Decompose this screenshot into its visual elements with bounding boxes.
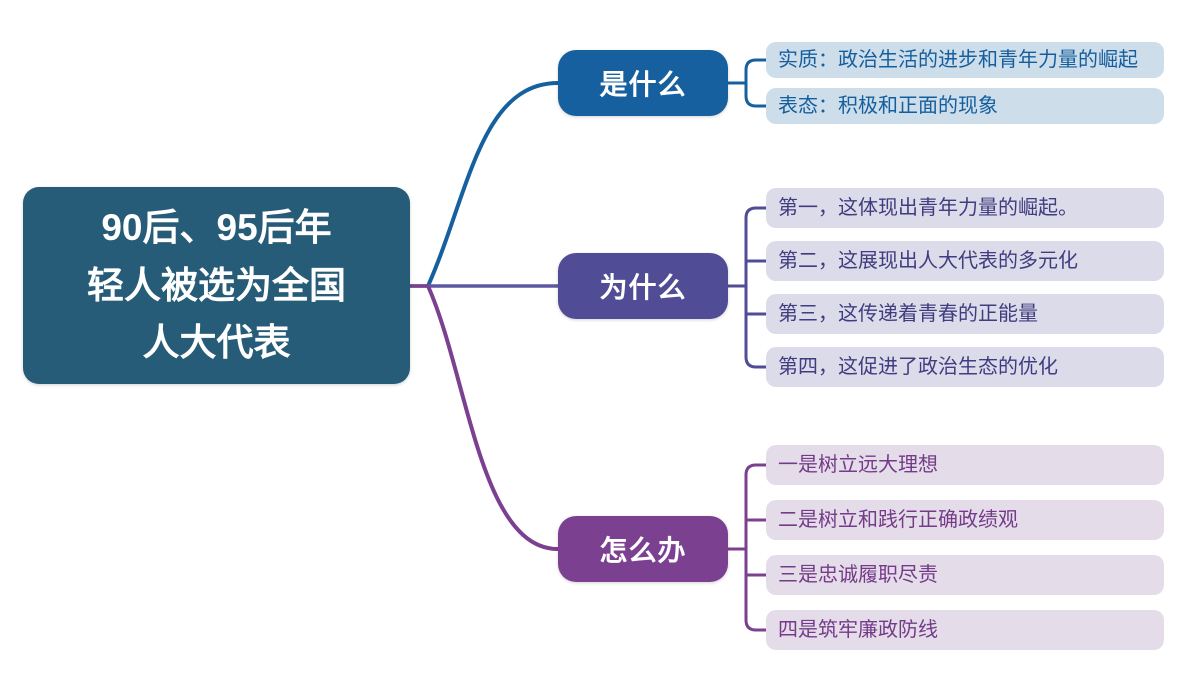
fork-how [728,463,766,632]
leaf-node[interactable]: 二是树立和践行正确政绩观 [766,500,1164,540]
connector-root-to-what [426,81,559,287]
leaf-node[interactable]: 第二，这展现出人大代表的多元化 [766,241,1164,281]
root-node-line-2: 轻人被选为全国 [87,264,346,306]
leaf-node[interactable]: 第四，这促进了政治生态的优化 [766,347,1164,387]
leaf-node[interactable]: 四是筑牢廉政防线 [766,610,1164,650]
leaf-label: 表态：积极和正面的现象 [778,95,998,117]
leaf-label: 第三，这传递着青春的正能量 [778,303,1038,325]
root-node-line-1: 90后、95后年 [101,207,332,249]
leaf-node[interactable]: 第三，这传递着青春的正能量 [766,294,1164,334]
leaf-label: 二是树立和践行正确政绩观 [778,509,1018,531]
branch-node-how[interactable]: 怎么办 [558,516,728,582]
connector-root-to-how [426,285,559,551]
leaf-node[interactable]: 第一，这体现出青年力量的崛起。 [766,188,1164,228]
leaf-label: 第一，这体现出青年力量的崛起。 [778,197,1078,219]
root-node[interactable]: 90后、95后年 轻人被选为全国 人大代表 [23,187,410,384]
root-node-line-3: 人大代表 [142,322,291,364]
fork-what [728,58,766,108]
leaf-node[interactable]: 三是忠诚履职尽责 [766,555,1164,595]
leaf-label: 第四，这促进了政治生态的优化 [778,356,1058,378]
leaf-label: 一是树立远大理想 [778,454,938,476]
leaf-node[interactable]: 一是树立远大理想 [766,445,1164,485]
branch-label: 怎么办 [599,535,687,566]
leaf-label: 三是忠诚履职尽责 [778,564,938,586]
fork-why [728,206,766,369]
branch-node-why[interactable]: 为什么 [558,253,728,319]
branch-label: 为什么 [599,272,687,303]
branch-label: 是什么 [599,69,687,100]
leaf-label: 四是筑牢廉政防线 [778,619,938,641]
leaf-label: 第二，这展现出人大代表的多元化 [778,250,1078,272]
leaf-node[interactable]: 实质：政治生活的进步和青年力量的崛起 [766,42,1164,78]
leaf-label: 实质：政治生活的进步和青年力量的崛起 [778,49,1138,71]
leaf-node[interactable]: 表态：积极和正面的现象 [766,88,1164,124]
branch-node-what-is-it[interactable]: 是什么 [558,50,728,116]
